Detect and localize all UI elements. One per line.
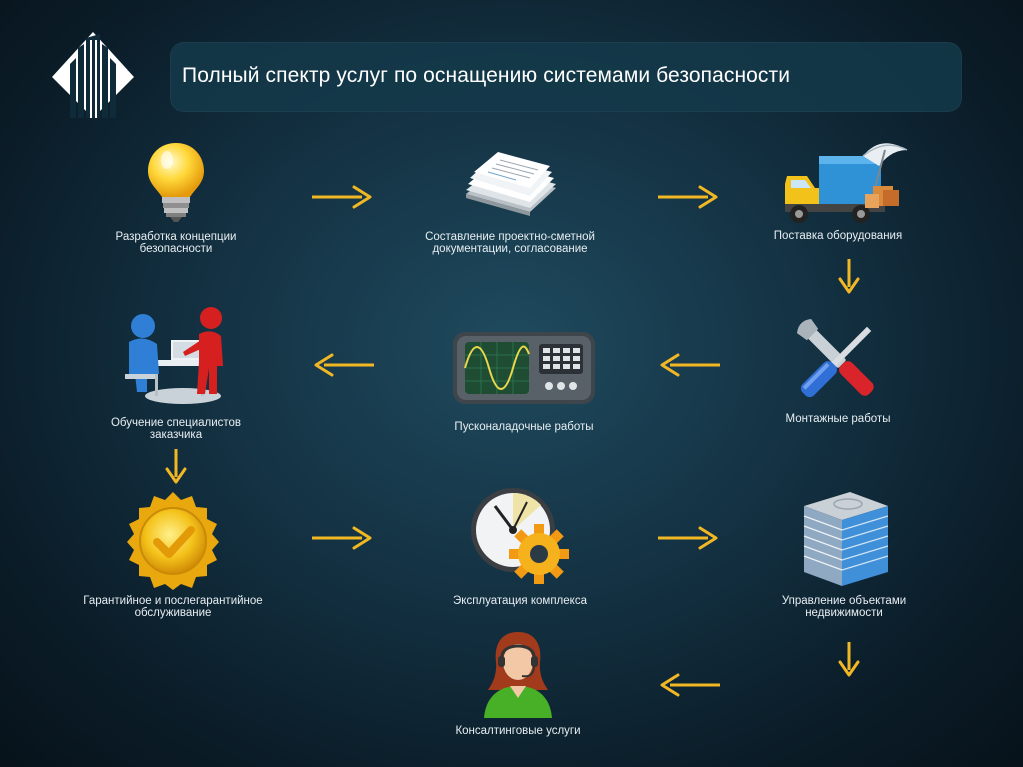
- step-label: Консалтинговые услуги: [455, 725, 581, 737]
- step-label: Эксплуатация комплекса: [453, 595, 587, 607]
- gauge-gear-icon: [471, 488, 569, 584]
- tools-icon: [796, 318, 874, 398]
- step-consulting-services: Консалтинговые услуги: [418, 628, 618, 737]
- arrow-down-icon: [165, 449, 187, 484]
- step-label: Составление проектно-сметной документаци…: [425, 231, 595, 255]
- warranty-seal-icon: [127, 492, 219, 590]
- consultant-headset-icon: [484, 632, 552, 718]
- oscilloscope-icon: [453, 332, 595, 404]
- light-bulb-icon: [148, 143, 204, 222]
- arrow-left-icon: [660, 353, 720, 377]
- step-warranty-service: Гарантийное и послегарантийное обслужива…: [73, 490, 273, 619]
- arrow-right-icon: [312, 526, 372, 550]
- arrow-right-icon: [312, 185, 372, 209]
- delivery-truck-icon: [785, 143, 908, 223]
- training-people-icon: [125, 307, 223, 404]
- step-real-estate-management: Управление объектами недвижимости: [744, 490, 944, 619]
- step-commissioning-works: Пусконаладочные работы: [424, 330, 624, 433]
- step-project-documentation: Составление проектно-сметной документаци…: [410, 150, 610, 255]
- step-installation-works: Монтажные работы: [738, 310, 938, 425]
- step-label: Гарантийное и послегарантийное обслужива…: [83, 595, 263, 619]
- title-bar: Полный спектр услуг по оснащению система…: [170, 42, 962, 112]
- step-equipment-delivery: Поставка оборудования: [738, 136, 938, 242]
- step-label: Управление объектами недвижимости: [781, 595, 907, 619]
- arrow-right-icon: [658, 185, 718, 209]
- step-complex-operation: Эксплуатация комплекса: [420, 484, 620, 607]
- step-label: Разработка концепции безопасности: [115, 231, 237, 255]
- arrow-left-icon: [314, 353, 374, 377]
- arrow-down-icon: [838, 259, 860, 294]
- documents-stack-icon: [466, 152, 556, 216]
- arrow-left-icon: [660, 673, 720, 697]
- step-customer-training: Обучение специалистов заказчика: [76, 304, 276, 441]
- step-label: Поставка оборудования: [773, 230, 903, 242]
- arrow-down-icon: [838, 642, 860, 677]
- step-concept-development: Разработка концепции безопасности: [76, 140, 276, 255]
- company-logo-icon: [52, 32, 134, 118]
- office-building-icon: [803, 492, 889, 586]
- step-label: Монтажные работы: [785, 413, 891, 425]
- arrow-right-icon: [658, 526, 718, 550]
- step-label: Обучение специалистов заказчика: [110, 417, 242, 441]
- page-title: Полный спектр услуг по оснащению система…: [182, 64, 791, 87]
- step-label: Пусконаладочные работы: [454, 421, 594, 433]
